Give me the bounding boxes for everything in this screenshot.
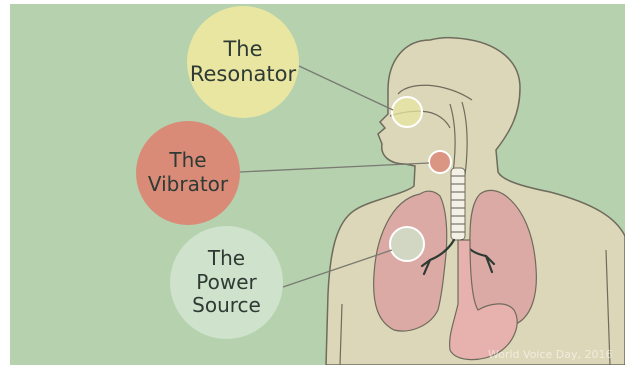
vibrator-label-line1: The [169,149,206,173]
power-source-label-line3: Source [192,294,261,318]
vibrator-connector [240,163,429,172]
anatomy-illustration [10,4,625,365]
resonator-bubble: The Resonator [187,6,299,118]
power-source-label-line2: Power [196,271,256,295]
credit-watermark: World Voice Day, 2016 [488,348,623,361]
resonator-label-line2: Resonator [190,62,296,87]
vibrator-bubble: The Vibrator [136,121,240,225]
resonator-highlight [392,97,422,127]
power-source-bubble: The Power Source [170,226,283,339]
power-source-label-line1: The [208,247,245,271]
vibrator-highlight [429,151,451,173]
resonator-connector [299,66,393,110]
resonator-label-line1: The [223,37,262,62]
diagram-canvas: The Resonator The Vibrator The Power Sou… [10,4,625,365]
trachea [451,168,465,240]
power-source-highlight [390,227,424,261]
vibrator-label-line2: Vibrator [148,173,228,197]
